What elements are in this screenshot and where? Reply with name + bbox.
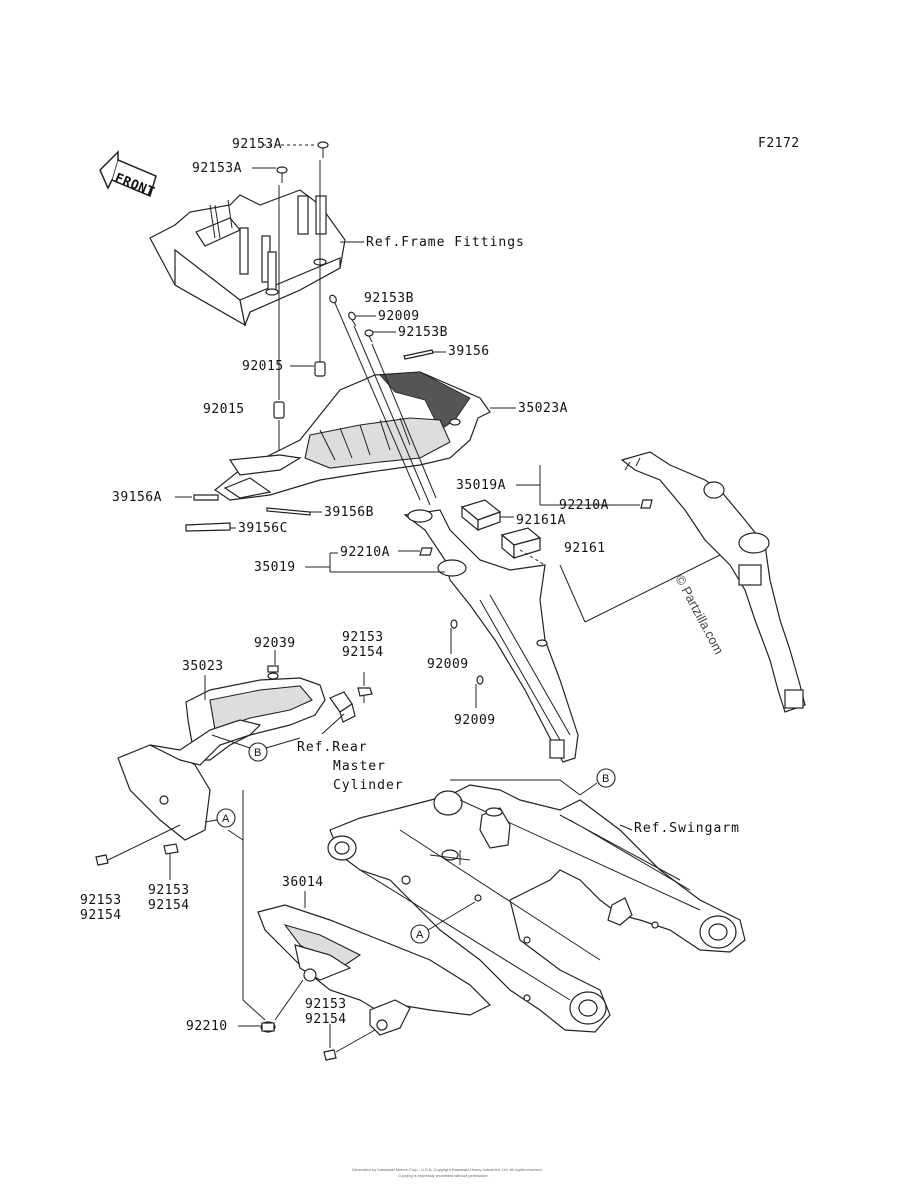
- bolt-92153a-top: [317, 141, 329, 158]
- label-92161a: 92161A: [516, 513, 566, 528]
- bolt-92153a-left: [276, 166, 288, 183]
- label-92153-mid: 92153: [342, 630, 384, 645]
- bolt-92153-center: [163, 843, 179, 880]
- ref-master: Master: [333, 759, 386, 774]
- callout-a-left: [216, 808, 236, 828]
- trim-39156a: [193, 494, 219, 501]
- label-39156c: 39156C: [238, 521, 288, 536]
- collar-92210: [260, 1021, 276, 1033]
- label-92153b: 92153B: [364, 291, 414, 306]
- label-92009-top: 92009: [378, 309, 420, 324]
- ref-swingarm: Ref.Swingarm: [634, 821, 740, 836]
- bolt-92153-left: [95, 824, 181, 866]
- ref-rear: Ref.Rear: [297, 740, 368, 755]
- label-92154-center: 92154: [148, 898, 190, 913]
- label-35023a: 35023A: [518, 401, 568, 416]
- clip-92210a-right: [640, 499, 653, 509]
- label-92015-b: 92015: [203, 402, 245, 417]
- label-92153-bottom: 92153: [305, 997, 347, 1012]
- label-92154-bottom: 92154: [305, 1012, 347, 1027]
- label-39156b: 39156B: [324, 505, 374, 520]
- label-92153-center: 92153: [148, 883, 190, 898]
- damper-92161a: [460, 499, 502, 532]
- figure-id: F2172: [758, 136, 800, 151]
- sub-frame-center-part: [403, 509, 579, 763]
- seat-cowl-part: [213, 371, 491, 501]
- label-35019: 35019: [254, 560, 296, 575]
- label-92153a-left: 92153A: [192, 161, 242, 176]
- label-92210a-left: 92210A: [340, 545, 390, 560]
- ref-cylinder: Cylinder: [333, 778, 404, 793]
- bracket-small-part: [329, 691, 356, 723]
- label-35023: 35023: [182, 659, 224, 674]
- trim-39156c: [185, 522, 231, 532]
- label-35019a: 35019A: [456, 478, 506, 493]
- callout-a-left-label: A: [222, 813, 230, 825]
- sub-frame-side-part: [620, 451, 806, 713]
- copyright-line-1: Generated by Kawasaki Motors Corp., U.S.…: [352, 1167, 543, 1172]
- collar-92015-b: [273, 401, 285, 419]
- label-92161: 92161: [564, 541, 606, 556]
- bolt-92153b-top: [329, 294, 337, 304]
- label-39156: 39156: [448, 344, 490, 359]
- bolt-92009-top: [348, 311, 357, 327]
- copyright-line-2: Copying is expressly prohibited without …: [398, 1173, 489, 1178]
- watermark: © Partzilla.com: [672, 572, 726, 656]
- label-92153b-2: 92153B: [398, 325, 448, 340]
- damper-92161: [500, 527, 542, 560]
- label-36014: 36014: [282, 875, 324, 890]
- trim-39156b: [266, 507, 311, 516]
- chain-cover-part: [257, 904, 492, 1036]
- chain-guard-part: [117, 672, 326, 841]
- label-92210: 92210: [186, 1019, 228, 1034]
- callout-b-left: [248, 742, 268, 762]
- label-92154-left: 92154: [80, 908, 122, 923]
- label-92153a-top: 92153A: [232, 137, 282, 152]
- bolt-92153-mid: [357, 687, 373, 703]
- label-92009-mid: 92009: [427, 657, 469, 672]
- label-92154-mid: 92154: [342, 645, 384, 660]
- label-39156a: 39156A: [112, 490, 162, 505]
- label-92039: 92039: [254, 636, 296, 651]
- clip-92210a-left: [419, 547, 433, 556]
- bolt-92153b-2: [364, 329, 374, 343]
- callout-a-right: [410, 924, 430, 944]
- label-92009-bottom: 92009: [454, 713, 496, 728]
- bolt-92009-bottom: [476, 675, 484, 685]
- callout-a-right-label: A: [416, 929, 424, 941]
- callout-b-right: [596, 768, 616, 788]
- under-tray-part: [149, 189, 346, 328]
- collar-92015-a: [314, 361, 326, 377]
- front-arrow-icon: FRONT: [99, 150, 157, 200]
- trim-39156: [403, 349, 434, 360]
- callout-b-left-label: B: [254, 747, 261, 759]
- swingarm-part: [327, 779, 746, 1033]
- bolt-92153-bottom: [323, 1049, 337, 1061]
- ref-frame-fittings: Ref.Frame Fittings: [366, 235, 525, 250]
- nut-92039: [267, 665, 279, 673]
- label-92210a-right: 92210A: [559, 498, 609, 513]
- bolt-92009-mid: [450, 619, 458, 629]
- label-92153-left: 92153: [80, 893, 122, 908]
- callout-b-right-label: B: [602, 773, 609, 785]
- label-92015-a: 92015: [242, 359, 284, 374]
